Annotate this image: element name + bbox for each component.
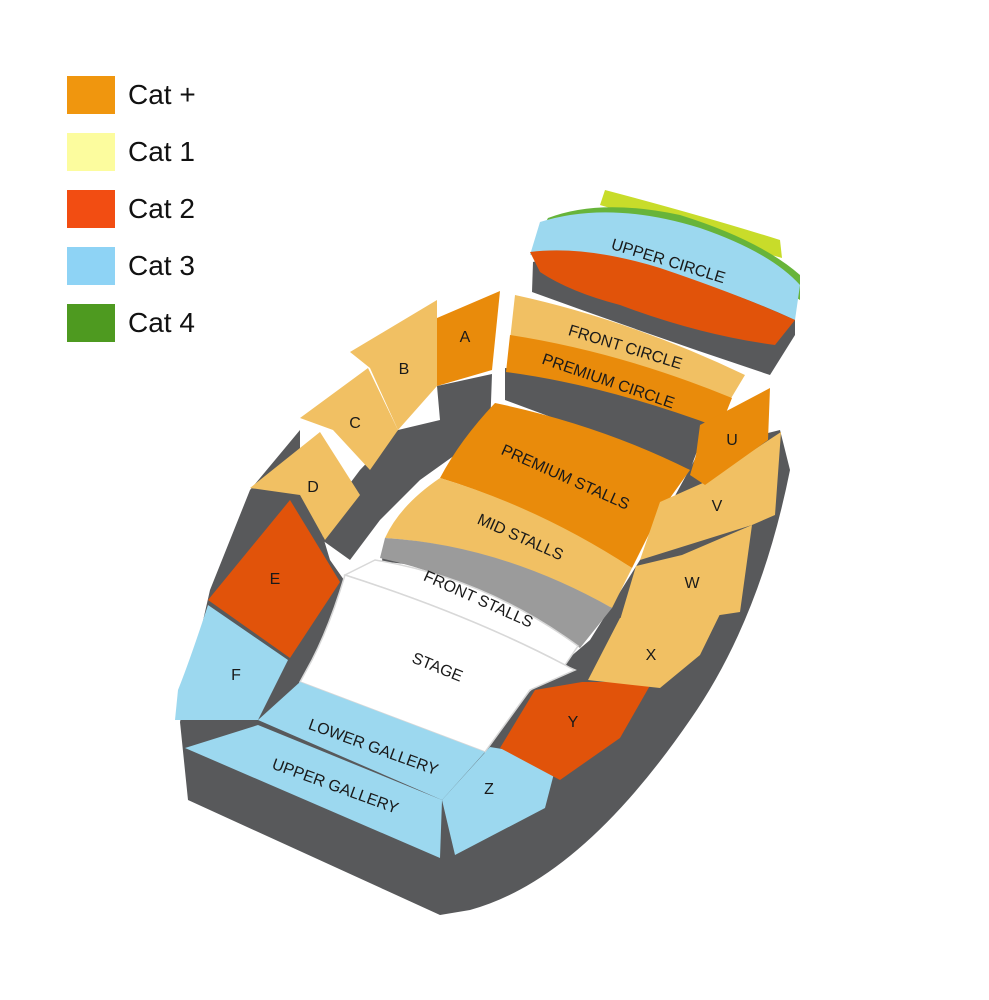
section-premium-circle[interactable]: [506, 335, 732, 428]
box-u[interactable]: [690, 388, 770, 485]
box-c-label: C: [349, 415, 361, 432]
shadow-circle-tier: [505, 368, 720, 470]
legend-label: Cat 1: [128, 136, 195, 167]
legend-label: Cat +: [128, 79, 196, 110]
legend-item-cat-2: Cat 2: [67, 190, 195, 228]
box-b-label: B: [399, 361, 410, 378]
box-z-label: Z: [484, 781, 494, 798]
box-v-label: V: [712, 498, 723, 515]
front-stalls-rail: [380, 538, 612, 648]
section-upper-circle-rear[interactable]: [530, 250, 795, 345]
legend-item-cat-4: Cat 4: [67, 304, 195, 342]
box-b[interactable]: [350, 300, 437, 430]
box-y[interactable]: [500, 682, 652, 780]
section-upper-circle[interactable]: [530, 212, 800, 320]
box-a-label: A: [460, 329, 471, 346]
section-front-circle[interactable]: [510, 295, 745, 400]
legend-swatch: [67, 76, 115, 114]
box-e-label: E: [270, 571, 281, 588]
box-d[interactable]: [250, 432, 360, 540]
legend-label: Cat 4: [128, 307, 195, 338]
box-c[interactable]: [300, 368, 398, 470]
box-z[interactable]: [442, 747, 558, 855]
box-a[interactable]: [437, 291, 500, 386]
legend-label: Cat 3: [128, 250, 195, 281]
box-f[interactable]: [175, 605, 288, 720]
legend-swatch: [67, 190, 115, 228]
shadow-left-boxes: [322, 374, 492, 560]
legend-swatch: [67, 133, 115, 171]
legend-label: Cat 2: [128, 193, 195, 224]
box-x[interactable]: [588, 610, 722, 688]
box-d-label: D: [307, 479, 319, 496]
legend-item-cat-plus: Cat +: [67, 76, 196, 114]
section-mid-stalls[interactable]: [385, 478, 632, 608]
stage: [298, 574, 577, 753]
box-w[interactable]: [620, 525, 752, 620]
section-upper-gallery[interactable]: [185, 725, 442, 858]
section-lower-gallery[interactable]: [258, 682, 485, 800]
legend-item-cat-3: Cat 3: [67, 247, 195, 285]
box-f-label: F: [231, 667, 241, 684]
box-u-label: U: [726, 432, 738, 449]
box-e[interactable]: [208, 500, 340, 658]
legend-item-cat-1: Cat 1: [67, 133, 195, 171]
box-x-label: X: [646, 647, 657, 664]
box-y-label: Y: [568, 714, 579, 731]
box-w-label: W: [684, 575, 700, 592]
section-premium-stalls[interactable]: [440, 403, 690, 568]
box-v[interactable]: [640, 432, 781, 560]
legend-swatch: [67, 247, 115, 285]
legend-swatch: [67, 304, 115, 342]
